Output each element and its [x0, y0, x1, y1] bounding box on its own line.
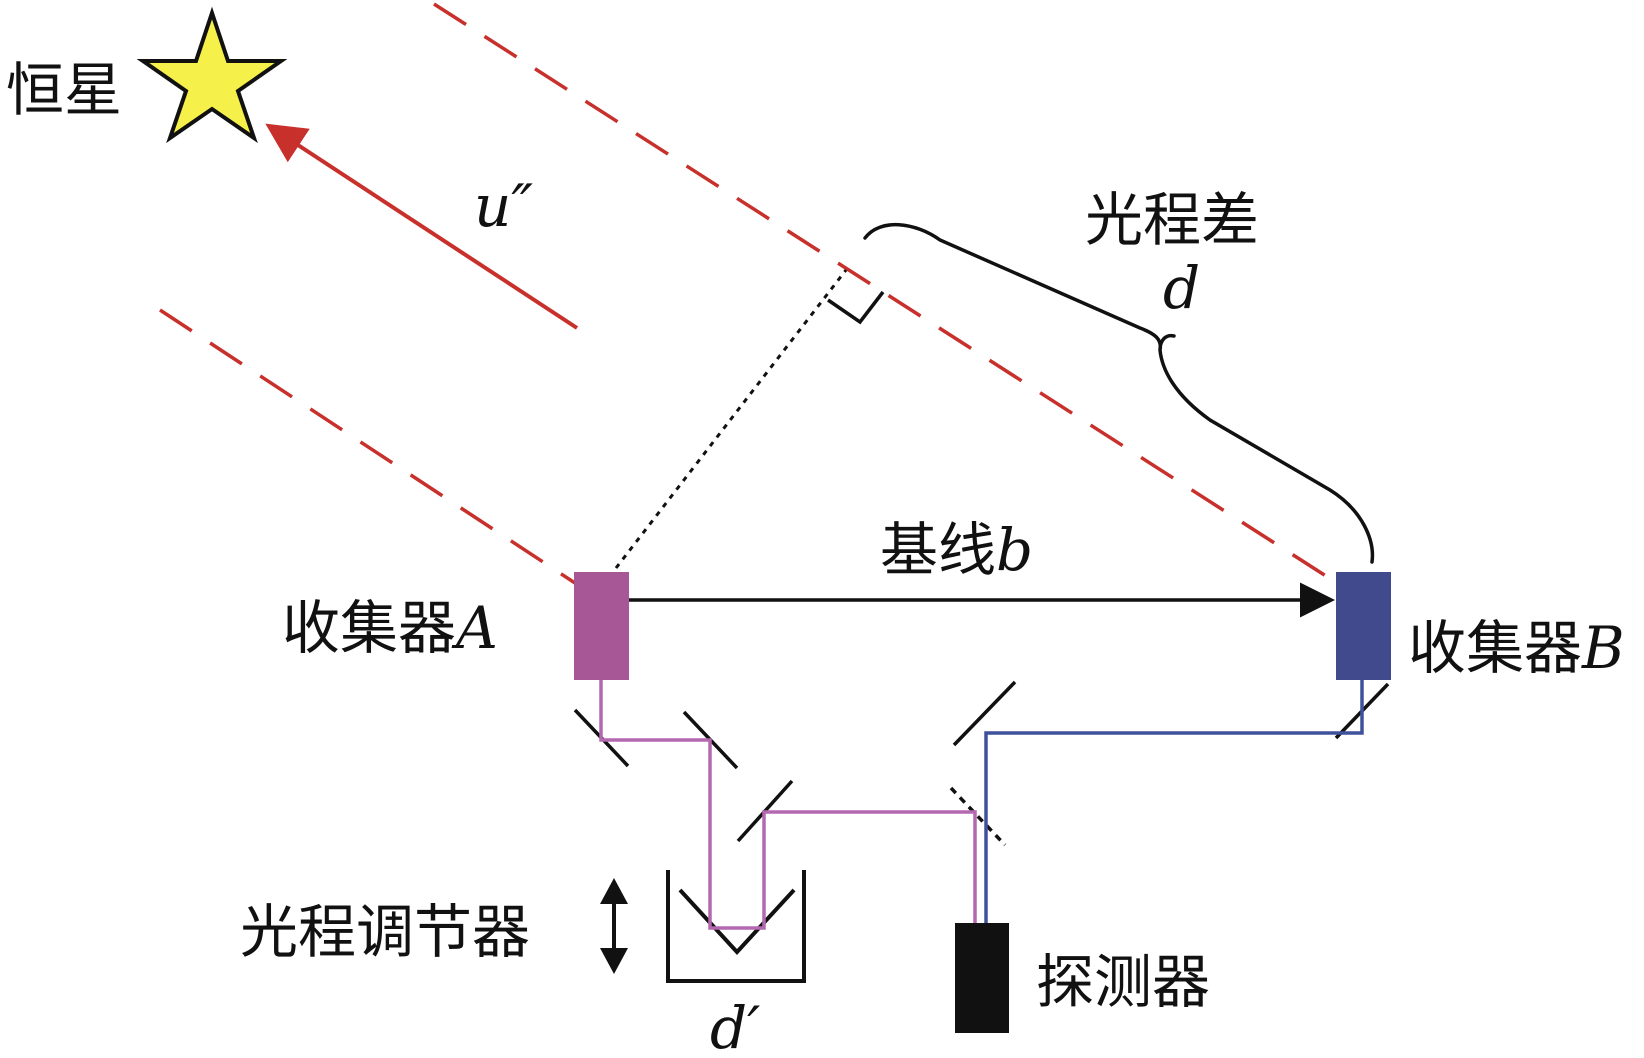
wavefront-perpendicular: [614, 269, 848, 569]
star-icon: [136, 6, 288, 144]
starlight-ray-to-collector-b: [433, 2, 1341, 587]
detector-label: 探测器: [1036, 948, 1210, 1016]
delay-line-retroreflector: [678, 888, 796, 955]
collector-b: [1336, 572, 1391, 680]
beam-path-a: [599, 680, 977, 930]
beam-combiner: [949, 786, 1007, 847]
adjust-double-arrow-icon: [600, 878, 628, 974]
starlight-direction-arrow: [265, 123, 579, 330]
collector-a-label: 收集器A: [282, 594, 498, 662]
mirror-b2: [952, 680, 1017, 747]
right-angle-mark: [827, 290, 885, 325]
path-difference-label: 光程差: [1085, 186, 1259, 254]
delay-line-label: 光程调节器: [240, 898, 530, 966]
path-difference-symbol: d: [1163, 254, 1200, 322]
collector-a: [574, 572, 629, 680]
collector-b-label: 收集器B: [1408, 614, 1625, 682]
star-label: 恒星: [6, 56, 122, 124]
detector: [955, 923, 1009, 1033]
mirrors: [573, 680, 1390, 847]
baseline-label: 基线b: [880, 516, 1033, 584]
path-difference-brace: [863, 223, 1375, 564]
starlight-vector-label: u″: [474, 172, 533, 240]
delay-line-housing: [666, 870, 806, 983]
delay-symbol: d′: [710, 994, 760, 1058]
starlight-ray-to-collector-a: [159, 308, 579, 587]
mirror-b1b: [1360, 682, 1390, 713]
beam-path-b: [984, 680, 1364, 925]
